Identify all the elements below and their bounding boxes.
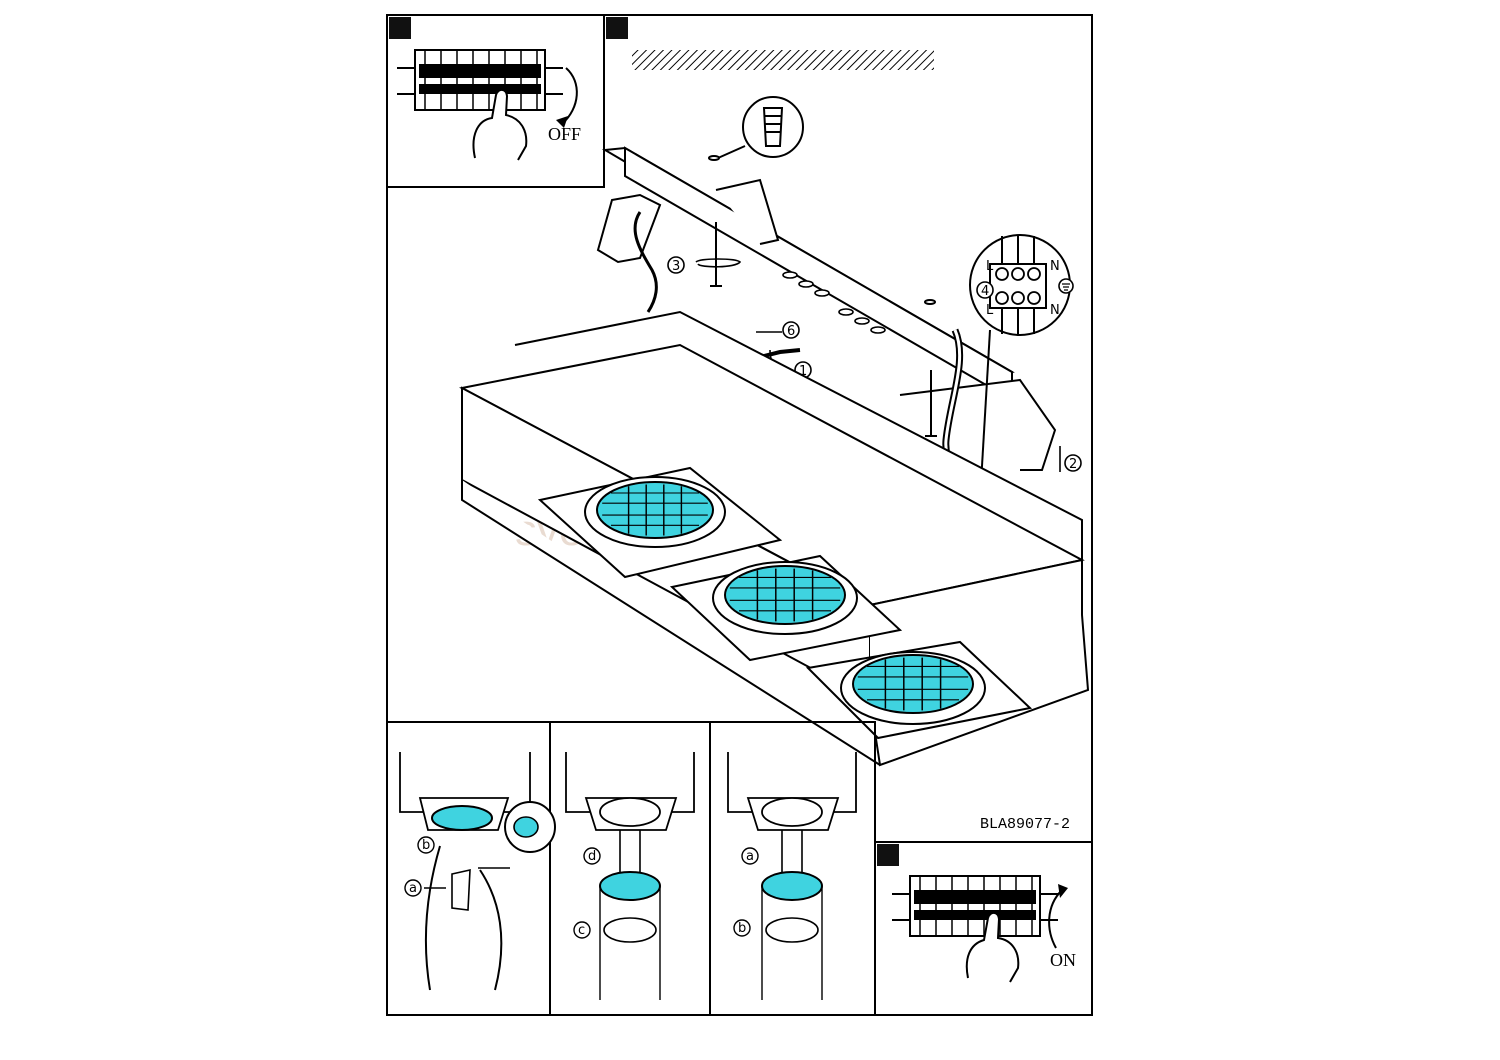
circuit-breaker-icon xyxy=(396,49,564,111)
model-code: BLA89077-2 xyxy=(980,816,1070,833)
svg-text:4: 4 xyxy=(981,284,989,299)
step-marker-4: 4 xyxy=(976,281,994,299)
svg-text:6: 6 xyxy=(787,324,795,339)
power-on-icon xyxy=(1048,889,1063,949)
terminal-neutral-top: N xyxy=(1050,259,1060,274)
terminal-neutral-bottom: N xyxy=(1050,303,1060,318)
lamp-removal-panel: b a d c xyxy=(386,721,711,1016)
warning-square-marker-2 xyxy=(606,17,628,39)
lamp-1 xyxy=(537,466,783,579)
warning-square-marker-3 xyxy=(877,844,899,866)
power-on-panel: ON xyxy=(874,841,1093,1016)
circuit-breaker-icon-2 xyxy=(891,875,1059,937)
terminal-live-bottom: L xyxy=(986,303,994,318)
on-label: ON xyxy=(1050,950,1076,970)
step-letter-b: b xyxy=(422,838,430,853)
svg-text:1: 1 xyxy=(799,364,807,379)
wall-plug-icon xyxy=(762,107,784,147)
step-letter-a: a xyxy=(409,881,417,896)
power-cable xyxy=(633,211,658,313)
terminal-block-callout: L N L N xyxy=(969,234,1074,508)
lamp-install-panel: a b xyxy=(709,721,876,1016)
off-label: OFF xyxy=(548,124,581,144)
step-letter-c: c xyxy=(578,923,585,938)
mounting-rail xyxy=(596,146,1057,471)
wall-plug-callout xyxy=(717,96,804,159)
step-marker-6: 6 xyxy=(756,321,800,339)
svg-text:2: 2 xyxy=(1069,457,1077,472)
svg-text:3: 3 xyxy=(672,259,680,274)
step-marker-3: 3 xyxy=(667,256,742,274)
terminal-live-top: L xyxy=(986,259,994,274)
rail-slots xyxy=(782,271,886,334)
power-off-panel: OFF xyxy=(386,14,605,188)
warning-square-marker xyxy=(389,17,411,39)
step-marker-2: 2 xyxy=(1059,446,1082,472)
earth-icon xyxy=(1058,278,1074,294)
lamp-3 xyxy=(805,640,1033,740)
ceiling-hatch xyxy=(632,50,934,70)
screw-set xyxy=(708,155,937,437)
step-letter-b-2: b xyxy=(738,921,746,936)
hand-icon-2 xyxy=(965,911,1020,983)
step-letter-a-2: a xyxy=(746,849,754,864)
lamp-2 xyxy=(669,554,903,662)
step-letter-d: d xyxy=(588,849,596,864)
hand-icon xyxy=(472,88,528,161)
